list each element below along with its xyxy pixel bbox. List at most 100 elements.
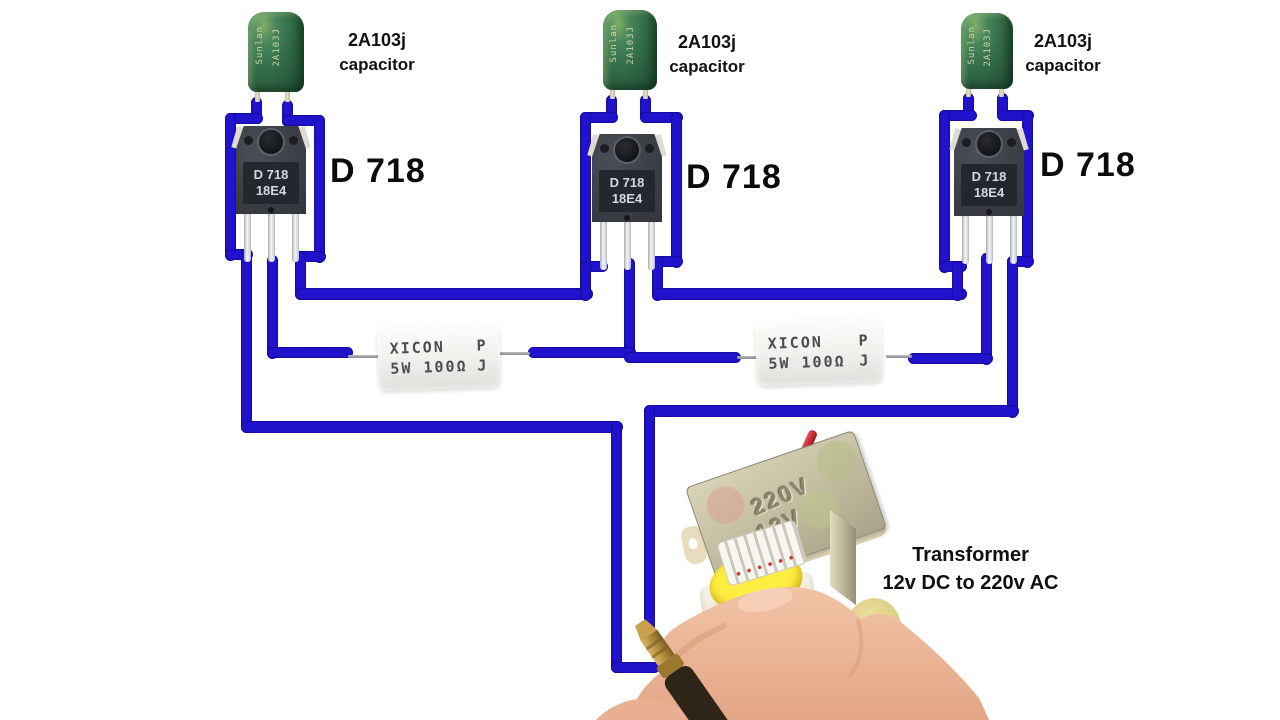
wire-segment [528,347,636,358]
wire-segment [952,261,963,301]
resistor-lead [886,355,912,358]
transistor-mount-hole [615,138,639,162]
pen-body [664,666,753,720]
wire-segment [251,97,262,124]
transformer-label: Transformer 12v DC to 220v AC [882,544,1059,594]
transistor-leg [1010,216,1017,264]
transistor-side-hole [244,136,253,145]
transistor-marking: D 718 18E4 [599,170,655,212]
capacitor-leg [285,88,290,102]
transistor-dot [268,207,274,213]
wire-segment [611,421,622,673]
resistor-lead [498,352,530,355]
transistor-leg [648,222,655,270]
wire-segment [295,251,306,300]
transistor-marking: D 718 18E4 [243,162,299,204]
transistor-dot [986,209,992,215]
wire-segment [1022,110,1033,268]
wire-segment [580,261,608,272]
wire-segment [225,113,263,124]
capacitor-leg [643,86,648,99]
wire-segment [640,95,651,123]
transformer: 220V 12V [675,428,915,680]
wire-segment-bottom-bus-right [647,405,1019,417]
wire-segment [908,353,993,364]
wire-segment [671,112,682,268]
capacitor-leg [966,85,971,97]
wire-segment [640,112,683,123]
wire-segment [282,115,325,126]
transistor-side-hole [289,136,298,145]
wire-segment [963,93,974,121]
resistor-lead [348,355,382,358]
transistor-body: D 718 18E4 [236,126,306,214]
transistor-leg [292,214,299,262]
wire-segment [580,112,618,123]
wire-segment [314,115,325,263]
transistor-side-hole [962,138,971,147]
resistor-lead [737,356,761,359]
capacitor-label-2: 2A103j capacitor [669,32,745,76]
wire-segment [225,113,236,261]
capacitor-leg [255,88,260,102]
wire-segment [580,112,591,273]
wire-segment [267,347,353,358]
transistor-1: D 718 18E4 [231,125,311,266]
transistor-label-3: D 718 [1040,146,1136,184]
wire-segment [652,256,663,301]
wire-segment-bottom-bus-left [241,421,623,433]
wire-segment [611,662,660,673]
wire-segment-bus-2 [652,288,967,300]
transistor-leg [986,216,993,264]
capacitor-label-1: 2A103j capacitor [339,30,415,74]
pen-brass-section [640,629,675,666]
transistor-mount-hole [977,132,1001,156]
transistor-marking: D 718 18E4 [961,164,1017,206]
wire-segment [293,251,326,262]
transistor-3: D 718 18E4 [949,127,1029,268]
transistor-mount-hole [259,130,283,154]
transistor-label-2: D 718 [686,158,782,196]
capacitor-3: Sunlan 2A103J [961,13,1013,89]
transistor-side-hole [600,144,609,153]
knuckle-highlight [737,587,793,613]
wire-segment [624,352,741,363]
hand [626,587,990,720]
capacitor-leg [999,85,1004,97]
wire-segment [624,258,635,359]
transistor-leg [244,214,251,262]
wire-segment [225,249,253,260]
capacitor-2: Sunlan 2A103J [603,10,657,90]
transistor-side-hole [645,144,654,153]
transistor-side-hole [1007,138,1016,147]
transistor-body: D 718 18E4 [592,134,662,222]
transistor-leg [962,216,969,264]
wire-segment [241,249,252,433]
transistor-dot [624,215,630,221]
transistor-leg [624,222,631,270]
pen-tip [635,619,658,642]
wire-segment [650,256,683,267]
wire-segment [997,93,1008,121]
finger-separation [848,619,864,678]
pen-collar [656,653,684,678]
capacitor-leg [610,86,615,99]
wire-segment [939,110,950,273]
transistor-leg [268,214,275,262]
wire-segment [1007,256,1018,418]
wire-segment [981,253,992,365]
soldering-pen [635,619,753,720]
wire-segment [606,95,617,123]
wire-segment [997,110,1034,121]
transistor-body: D 718 18E4 [954,128,1024,216]
wire-segment [580,261,591,301]
wire-segment [644,405,655,643]
transistor-label-1: D 718 [330,152,426,190]
wire-segment-bus-1 [295,288,593,300]
wire-segment [282,100,293,127]
wire-segment [939,110,977,121]
wire-segment [267,255,278,359]
transistor-leg [600,222,607,270]
